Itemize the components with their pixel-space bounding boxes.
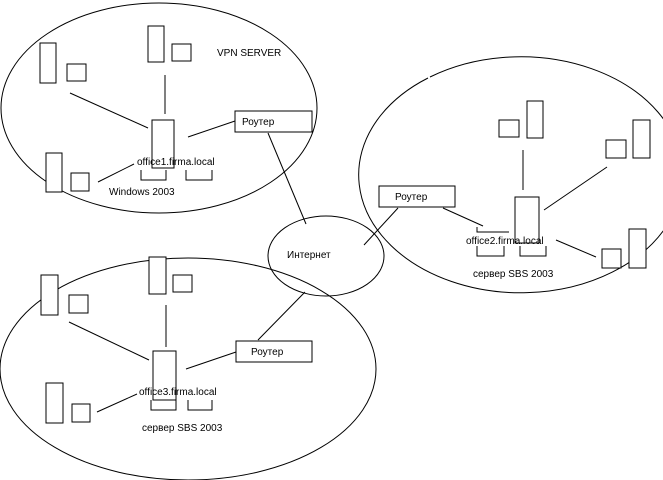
office3-router-label: Роутер [251,347,284,358]
office3-ws1-monitor[interactable] [68,294,89,314]
office1-ws3-monitor[interactable] [70,172,90,192]
office2-router-label: Роутер [395,192,428,203]
office1-ws2-monitor[interactable] [171,43,192,62]
office3-server-tower[interactable] [152,350,177,401]
office3-link-ws1 [68,321,150,361]
office1-server-tower[interactable] [151,119,175,169]
office2-ws2-monitor[interactable] [605,139,627,159]
office3-ws2-monitor[interactable] [172,274,193,293]
office1-link-router [187,120,236,138]
office3-ws1-tower[interactable] [40,274,59,316]
office2-zone [358,56,663,294]
link-router3-internet [257,291,306,341]
office2-server-label: office2.firma.local [466,236,544,247]
vpn-server-label: VPN SERVER [217,48,281,59]
office2-link-ws3 [555,239,597,258]
office1-ws3-tower[interactable] [45,152,63,193]
internet-cloud [267,215,385,297]
office3-link-router [185,351,237,370]
office2-ws1-tower[interactable] [526,100,544,139]
link-router1-internet [267,132,307,225]
office1-server-bracket-left [140,170,167,181]
office3-server-bracket-left [150,400,177,411]
office2-server-tower[interactable] [514,196,540,244]
office3-ws3-tower[interactable] [45,382,64,424]
office2-link-ws2 [543,166,608,211]
office1-group: office1.firma.local Windows 2003 Роутер … [39,25,313,198]
office1-os-label: Windows 2003 [109,187,175,198]
office2-server-bracket-bottom-right [519,246,547,257]
office3-ws2-tower[interactable] [148,256,167,295]
office3-server-label: office3.firma.local [139,387,217,398]
office1-link-ws3 [97,163,135,183]
office2-server-bracket-left [476,227,509,233]
office2-ws2-tower[interactable] [632,119,651,159]
office2-link-router [442,207,484,227]
office3-ws3-monitor[interactable] [71,403,91,423]
office2-os-label: сервер SBS 2003 [473,269,554,280]
office2-group: office2.firma.local сервер SBS 2003 Роут… [378,100,651,280]
office2-server-bracket-bottom-left [476,246,505,257]
internet-label: Интернет [287,250,331,261]
link-router2-internet [363,207,399,246]
office3-router[interactable] [235,340,313,363]
office1-server-label: office1.firma.local [137,157,215,168]
office1-server-bracket-right [185,170,213,181]
office3-server-bracket-right [187,400,213,411]
office2-router[interactable] [378,185,456,208]
office3-group: office3.firma.local сервер SBS 2003 Роут… [40,256,313,434]
office1-ws2-tower[interactable] [147,25,165,63]
office3-link-ws3 [96,393,138,413]
office3-zone [0,257,377,480]
office1-ws1-monitor[interactable] [66,63,87,82]
office1-ws1-tower[interactable] [39,42,57,84]
office1-zone [0,2,318,214]
office2-ws3-tower[interactable] [628,228,647,269]
office1-router[interactable] [234,110,313,133]
office3-os-label: сервер SBS 2003 [142,423,223,434]
office1-link-ws1 [69,92,149,129]
office1-router-label: Роутер [242,117,275,128]
office2-ws1-monitor[interactable] [498,119,520,138]
office2-ws3-monitor[interactable] [601,248,622,269]
